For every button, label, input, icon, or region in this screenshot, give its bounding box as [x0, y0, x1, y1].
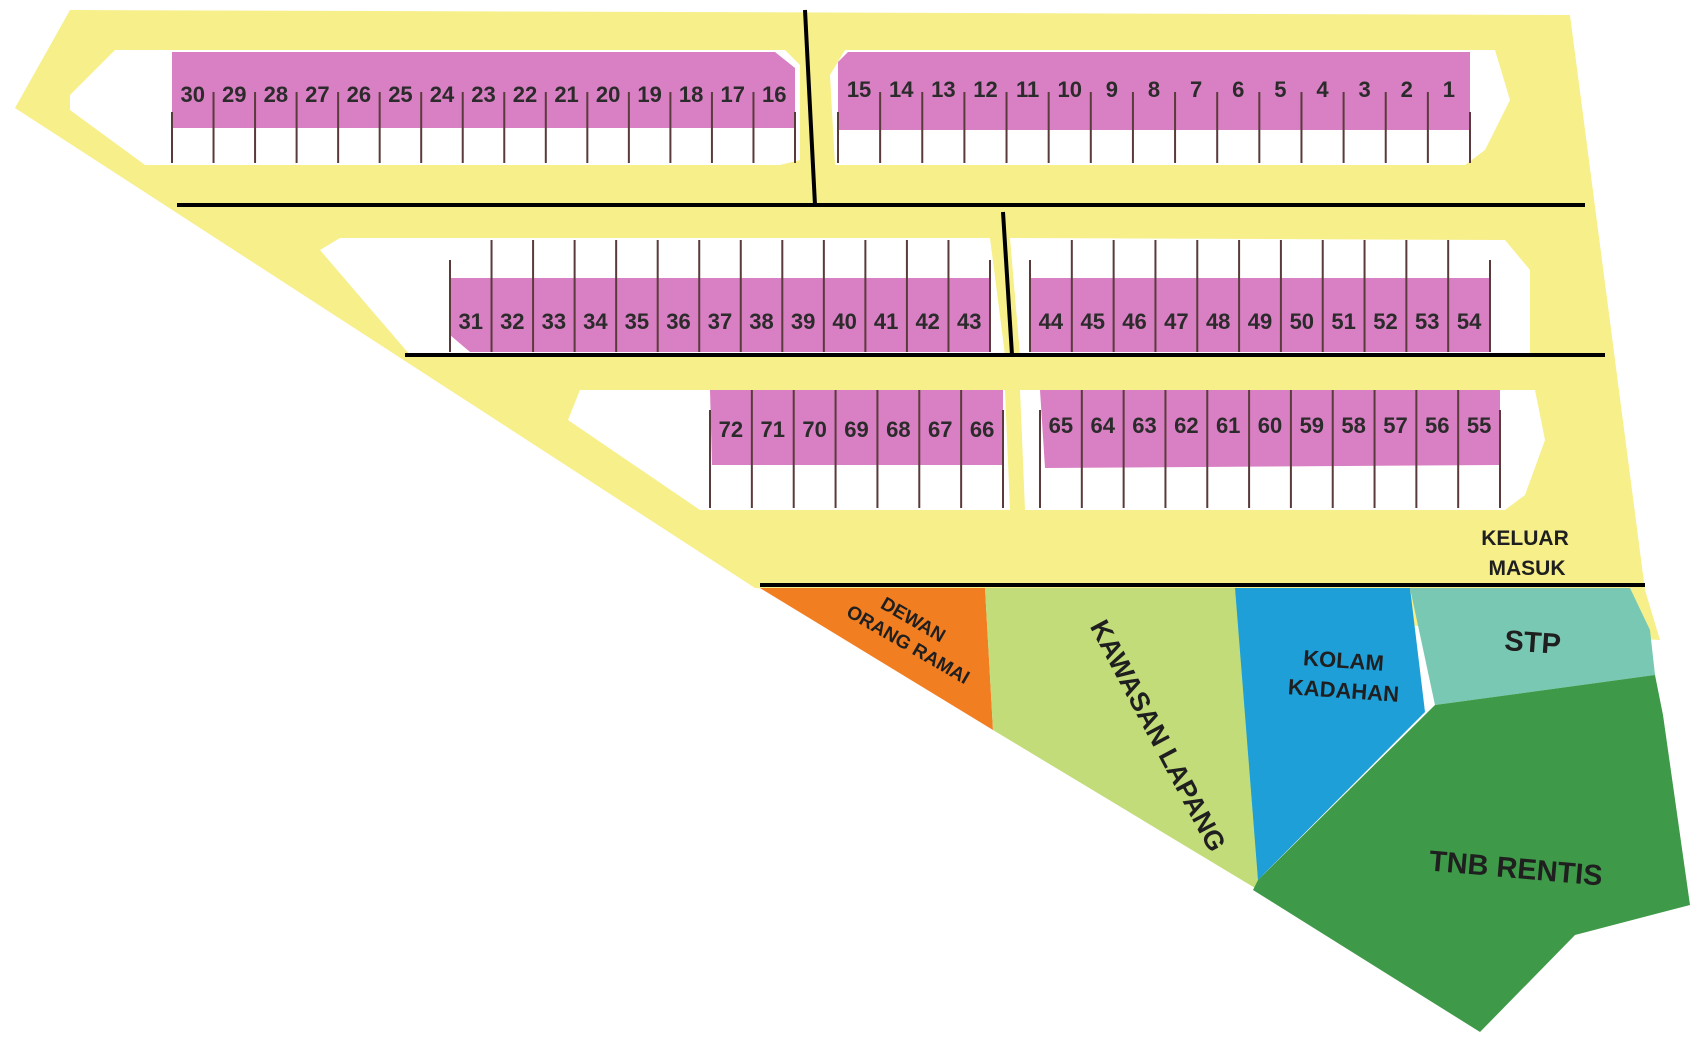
- lot-number-16[interactable]: 16: [762, 82, 786, 107]
- lot-strip-row3-right: [1040, 390, 1500, 468]
- lot-number-35[interactable]: 35: [625, 309, 649, 334]
- lot-number-52[interactable]: 52: [1373, 309, 1397, 334]
- lot-number-56[interactable]: 56: [1425, 413, 1449, 438]
- lot-strip-row2-left: [450, 278, 990, 352]
- lot-number-50[interactable]: 50: [1290, 309, 1314, 334]
- lot-number-71[interactable]: 71: [761, 417, 785, 442]
- lot-strip-row3-left: [710, 390, 1003, 465]
- lot-number-6[interactable]: 6: [1232, 77, 1244, 102]
- lot-number-25[interactable]: 25: [388, 82, 412, 107]
- lot-number-20[interactable]: 20: [596, 82, 620, 107]
- lot-number-59[interactable]: 59: [1300, 413, 1324, 438]
- lot-number-38[interactable]: 38: [749, 309, 773, 334]
- lot-number-64[interactable]: 64: [1090, 413, 1115, 438]
- lot-number-54[interactable]: 54: [1457, 309, 1482, 334]
- kolam-label-line1: KOLAM: [1302, 645, 1384, 676]
- lot-number-53[interactable]: 53: [1415, 309, 1439, 334]
- lot-number-36[interactable]: 36: [666, 309, 690, 334]
- lot-number-13[interactable]: 13: [931, 77, 955, 102]
- lot-number-69[interactable]: 69: [844, 417, 868, 442]
- lot-number-15[interactable]: 15: [847, 77, 871, 102]
- zone-dewan-orang-ramai: [760, 588, 993, 730]
- lot-number-34[interactable]: 34: [583, 309, 608, 334]
- lot-number-7[interactable]: 7: [1190, 77, 1202, 102]
- lot-number-23[interactable]: 23: [471, 82, 495, 107]
- lot-number-9[interactable]: 9: [1106, 77, 1118, 102]
- lot-number-28[interactable]: 28: [264, 82, 288, 107]
- gate-label-masuk: MASUK: [1489, 557, 1566, 580]
- lot-number-41[interactable]: 41: [874, 309, 898, 334]
- lot-number-24[interactable]: 24: [430, 82, 455, 107]
- dividers: [177, 9, 1645, 587]
- lot-number-58[interactable]: 58: [1341, 413, 1365, 438]
- lot-number-19[interactable]: 19: [637, 82, 661, 107]
- gate-label-keluar: KELUAR: [1481, 527, 1569, 550]
- lot-number-33[interactable]: 33: [542, 309, 566, 334]
- stp-label: STP: [1503, 625, 1562, 661]
- lot-number-18[interactable]: 18: [679, 82, 703, 107]
- lot-number-30[interactable]: 30: [181, 82, 205, 107]
- lot-number-68[interactable]: 68: [886, 417, 910, 442]
- lot-number-4[interactable]: 4: [1316, 77, 1329, 102]
- lot-number-43[interactable]: 43: [957, 309, 981, 334]
- zone-kawasan-lapang: [985, 588, 1263, 888]
- lot-number-66[interactable]: 66: [970, 417, 994, 442]
- lot-number-61[interactable]: 61: [1216, 413, 1240, 438]
- divider-row2-vertical: [1001, 211, 1014, 356]
- lot-number-12[interactable]: 12: [973, 77, 997, 102]
- lot-number-14[interactable]: 14: [889, 77, 914, 102]
- lot-number-48[interactable]: 48: [1206, 309, 1230, 334]
- lot-number-63[interactable]: 63: [1132, 413, 1156, 438]
- zone-tnb-rentis: [1253, 675, 1690, 1032]
- lot-number-5[interactable]: 5: [1274, 77, 1286, 102]
- lot-number-11[interactable]: 11: [1016, 77, 1039, 102]
- lot-number-1[interactable]: 1: [1443, 77, 1455, 102]
- lot-number-55[interactable]: 55: [1467, 413, 1491, 438]
- lot-number-10[interactable]: 10: [1057, 77, 1081, 102]
- lot-number-37[interactable]: 37: [708, 309, 732, 334]
- lot-number-40[interactable]: 40: [832, 309, 856, 334]
- lot-number-45[interactable]: 45: [1080, 309, 1104, 334]
- lot-number-27[interactable]: 27: [305, 82, 329, 107]
- zone-stp: [1410, 588, 1655, 705]
- lot-number-32[interactable]: 32: [500, 309, 524, 334]
- zone-kolam-kadahan: [1235, 588, 1425, 880]
- lot-strip-row1-left: [172, 52, 795, 128]
- lot-number-8[interactable]: 8: [1148, 77, 1160, 102]
- lot-number-39[interactable]: 39: [791, 309, 815, 334]
- divider-row1-vertical: [803, 9, 817, 206]
- lot-number-22[interactable]: 22: [513, 82, 537, 107]
- lot-number-42[interactable]: 42: [915, 309, 939, 334]
- lot-number-70[interactable]: 70: [802, 417, 826, 442]
- lot-number-21[interactable]: 21: [554, 82, 578, 107]
- lot-number-72[interactable]: 72: [719, 417, 743, 442]
- lot-number-51[interactable]: 51: [1331, 309, 1355, 334]
- lot-strip-row1-right: [838, 52, 1470, 130]
- lot-number-3[interactable]: 3: [1359, 77, 1371, 102]
- lot-number-57[interactable]: 57: [1383, 413, 1407, 438]
- lot-number-67[interactable]: 67: [928, 417, 952, 442]
- lot-number-46[interactable]: 46: [1122, 309, 1146, 334]
- lot-number-17[interactable]: 17: [720, 82, 744, 107]
- lot-number-29[interactable]: 29: [222, 82, 246, 107]
- lot-number-62[interactable]: 62: [1174, 413, 1198, 438]
- lot-number-2[interactable]: 2: [1401, 77, 1413, 102]
- lot-number-60[interactable]: 60: [1258, 413, 1282, 438]
- lot-number-26[interactable]: 26: [347, 82, 371, 107]
- lot-strip-row2-right: [1030, 278, 1490, 352]
- lot-number-47[interactable]: 47: [1164, 309, 1188, 334]
- lot-number-44[interactable]: 44: [1039, 309, 1064, 334]
- lot-number-49[interactable]: 49: [1248, 309, 1272, 334]
- lot-number-31[interactable]: 31: [459, 309, 483, 334]
- lot-number-65[interactable]: 65: [1049, 413, 1073, 438]
